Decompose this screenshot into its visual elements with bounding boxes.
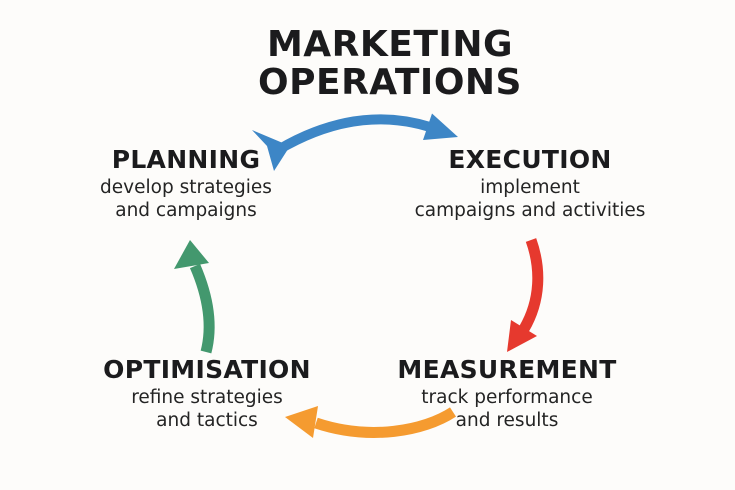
stage-optimisation-desc-line-2: and tactics — [156, 410, 258, 431]
stage-execution: EXECUTION implement campaigns and activi… — [415, 146, 646, 222]
arrow-planning-to-execution-icon — [252, 113, 458, 171]
diagram-title: MARKETING OPERATIONS — [258, 26, 522, 102]
stage-measurement-label: MEASUREMENT — [397, 355, 617, 384]
stage-measurement: MEASUREMENT track performance and result… — [397, 356, 616, 432]
stage-execution-description: implement campaigns and activities — [415, 176, 646, 222]
arrow-execution-to-measurement-icon — [507, 238, 544, 352]
stage-planning: PLANNING develop strategies and campaign… — [100, 146, 272, 222]
stage-execution-label: EXECUTION — [448, 145, 612, 174]
stage-optimisation-description: refine strategies and tactics — [103, 386, 311, 432]
stage-measurement-desc-line-1: track performance — [421, 387, 593, 408]
stage-planning-description: develop strategies and campaigns — [100, 176, 272, 222]
stage-planning-label: PLANNING — [111, 145, 261, 174]
stage-optimisation-desc-line-1: refine strategies — [131, 387, 283, 408]
stage-measurement-desc-line-2: and results — [455, 410, 559, 431]
title-line-2: OPERATIONS — [258, 62, 522, 103]
title-line-1: MARKETING — [266, 24, 514, 65]
stage-optimisation: OPTIMISATION refine strategies and tacti… — [103, 356, 311, 432]
arrow-measurement-to-optimisation-icon — [285, 406, 457, 438]
stage-measurement-description: track performance and results — [397, 386, 616, 432]
stage-optimisation-label: OPTIMISATION — [103, 355, 311, 384]
stage-planning-desc-line-1: develop strategies — [100, 177, 272, 198]
arrow-optimisation-to-planning-icon — [174, 240, 215, 354]
stage-execution-desc-line-1: implement — [480, 177, 580, 198]
stage-planning-desc-line-2: and campaigns — [115, 200, 257, 221]
stage-execution-desc-line-2: campaigns and activities — [414, 200, 646, 221]
